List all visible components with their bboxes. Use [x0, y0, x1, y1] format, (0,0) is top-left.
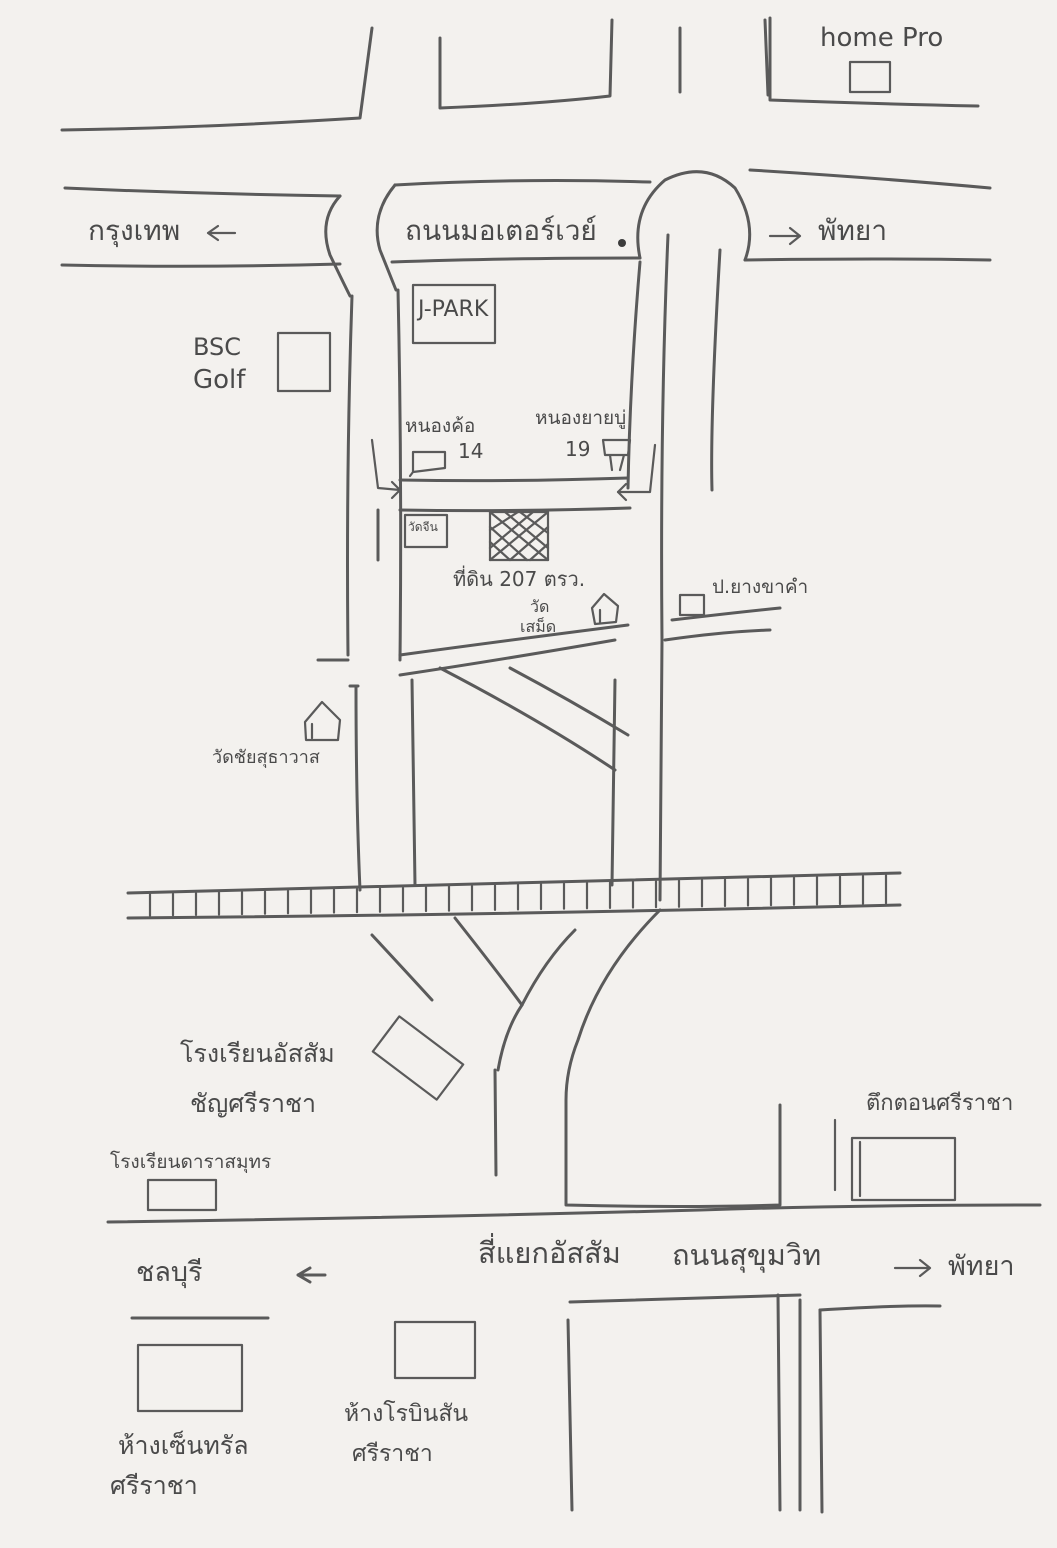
- label-police-station: ตึกตอนศรีราชา: [866, 1091, 1014, 1116]
- label-nong-yai-bu-1: หนองยายบู่: [535, 407, 627, 429]
- location-dot: [618, 239, 626, 247]
- label-wat-samet-1: วัด: [530, 597, 550, 616]
- label-wat-samet-2: เสม็ด: [520, 617, 557, 636]
- label-to-bangkok: กรุงเทพ: [88, 214, 181, 247]
- label-assumption-school-1: โรงเรียนอัสสัม: [180, 1039, 335, 1068]
- label-robinson-1: ห้างโรบินสัน: [344, 1401, 469, 1427]
- label-nong-yai-bu-2: 19: [565, 437, 591, 461]
- label-home-pro: home Pro: [820, 23, 944, 53]
- label-sukhumvit-road: ถนนสุขุมวิท: [672, 1238, 822, 1272]
- assumption-roads: [370, 908, 782, 1208]
- label-nong-kho-1: หนองค้อ: [405, 415, 476, 437]
- label-tarasamut-school: โรงเรียนดาราสมุทร: [110, 1151, 272, 1173]
- buildings: [136, 60, 957, 1413]
- label-to-chonburi: ชลบุรี: [136, 1257, 203, 1288]
- label-assumption-intersection: สี่แยกอัสสัม: [478, 1236, 621, 1270]
- label-motorway-road: ถนนมอเตอร์เวย์: [405, 214, 597, 247]
- top-side-roads: [60, 16, 980, 132]
- label-central-1: ห้างเซ็นทรัล: [118, 1431, 249, 1460]
- label-bsc-golf-1: BSC: [193, 333, 242, 361]
- label-nong-kho-2: 14: [458, 439, 484, 463]
- label-assumption-school-2: ชัญศรีราชา: [190, 1089, 317, 1118]
- soi-roads: [316, 476, 632, 772]
- vertical-roads: [346, 233, 782, 902]
- label-central-2: ศรีราชา: [110, 1471, 198, 1500]
- label-robinson-2: ศรีราชา: [352, 1441, 433, 1467]
- railway: [126, 871, 902, 920]
- motorway: [60, 168, 992, 298]
- turn-arrows: [206, 224, 802, 502]
- label-pt-station: ป.ยางขาคำ: [712, 576, 809, 598]
- label-land-207: ที่ดิน 207 ตรว.: [453, 567, 586, 591]
- label-wat-chin: วัดจีน: [408, 520, 438, 534]
- label-to-pattaya-top: พัทยา: [818, 214, 888, 247]
- sukhumvit-road: [106, 1203, 1042, 1514]
- label-jpark: J-PARK: [418, 297, 489, 322]
- label-bsc-golf-2: Golf: [193, 365, 246, 395]
- label-wat-sai: วัดชัยสุธาวาส: [212, 747, 320, 768]
- label-to-pattaya-bottom: พัทยา: [948, 1251, 1015, 1282]
